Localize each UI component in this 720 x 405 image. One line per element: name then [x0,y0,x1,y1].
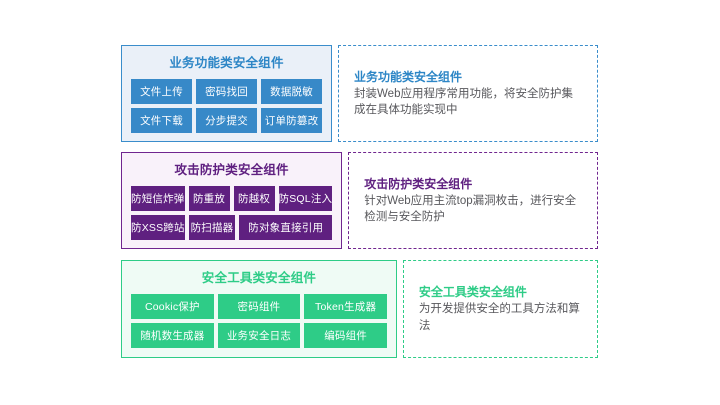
component-chip[interactable]: 文件上传 [131,78,193,104]
component-chip[interactable]: 防SQL注入 [278,185,333,211]
chip-row: 防短信炸弹 防重放 防越权 防SQL注入 [131,185,333,211]
component-chip[interactable]: 防扫描器 [188,214,236,240]
card-title: 安全工具类安全组件 [201,271,317,285]
section-security-tools: 安全工具类安全组件 Cookic保护 密码组件 Token生成器 随机数生成器 … [121,260,598,358]
component-card-attack-protection: 攻击防护类安全组件 防短信炸弹 防重放 防越权 防SQL注入 防XSS跨站 防扫… [121,152,343,249]
description-body: 封装Web应用程序常用功能，将安全防护集成在具体功能实现中 [354,87,573,117]
component-chip[interactable]: 编码组件 [304,322,387,348]
chip-grid: 防短信炸弹 防重放 防越权 防SQL注入 防XSS跨站 防扫描器 防对象直接引用 [131,185,333,248]
description-panel-business-function: 业务功能类安全组件 封装Web应用程序常用功能，将安全防护集成在具体功能实现中 [338,45,598,142]
component-chip[interactable]: 防XSS跨站 [131,214,185,240]
component-chip[interactable]: 文件下载 [131,107,193,133]
description-panel-attack-protection: 攻击防护类安全组件 针对Web应用主流top漏洞枚击，进行安全检测与安全防护 [348,152,598,249]
chip-row: 防XSS跨站 防扫描器 防对象直接引用 [131,214,333,240]
component-chip[interactable]: Token生成器 [304,293,387,319]
component-chip[interactable]: 防重放 [188,185,230,211]
chip-row: Cookic保护 密码组件 Token生成器 [131,293,387,319]
component-chip[interactable]: Cookic保护 [131,293,214,319]
description-title: 业务功能类安全组件 [354,69,463,84]
component-chip[interactable]: 数据脱敏 [261,78,323,104]
component-chip[interactable]: 订单防篡改 [261,107,323,133]
description-title: 安全工具类安全组件 [418,285,527,300]
component-card-business-function: 业务功能类安全组件 文件上传 密码找回 数据脱敏 文件下载 分步提交 订单防篡改 [121,45,333,142]
description-body: 针对Web应用主流top漏洞枚击，进行安全检测与安全防护 [364,194,577,224]
component-chip[interactable]: 分步提交 [196,107,258,133]
component-chip[interactable]: 密码找回 [196,78,258,104]
section-business-function: 业务功能类安全组件 文件上传 密码找回 数据脱敏 文件下载 分步提交 订单防篡改… [121,45,598,142]
card-title: 业务功能类安全组件 [169,56,284,70]
component-card-security-tools: 安全工具类安全组件 Cookic保护 密码组件 Token生成器 随机数生成器 … [121,260,397,358]
description-panel-security-tools: 安全工具类安全组件 为开发提供安全的工具方法和算法 [402,260,598,358]
description-title: 攻击防护类安全组件 [364,176,473,191]
component-chip[interactable]: 防越权 [233,185,275,211]
card-title: 攻击防护类安全组件 [174,163,289,177]
chip-row: 随机数生成器 业务安全日志 编码组件 [131,322,387,348]
chip-row: 文件上传 密码找回 数据脱敏 [131,78,323,104]
chip-grid: Cookic保护 密码组件 Token生成器 随机数生成器 业务安全日志 编码组… [131,293,387,356]
chip-row: 文件下载 分步提交 订单防篡改 [131,107,323,133]
component-chip[interactable]: 防对象直接引用 [239,214,333,240]
section-attack-protection: 攻击防护类安全组件 防短信炸弹 防重放 防越权 防SQL注入 防XSS跨站 防扫… [121,152,598,249]
description-body: 为开发提供安全的工具方法和算法 [418,303,580,332]
security-components-diagram: 业务功能类安全组件 文件上传 密码找回 数据脱敏 文件下载 分步提交 订单防篡改… [121,45,598,358]
component-chip[interactable]: 业务安全日志 [217,322,301,348]
component-chip[interactable]: 密码组件 [217,293,301,319]
component-chip[interactable]: 防短信炸弹 [131,185,185,211]
chip-grid: 文件上传 密码找回 数据脱敏 文件下载 分步提交 订单防篡改 [131,78,323,141]
component-chip[interactable]: 随机数生成器 [131,322,214,348]
